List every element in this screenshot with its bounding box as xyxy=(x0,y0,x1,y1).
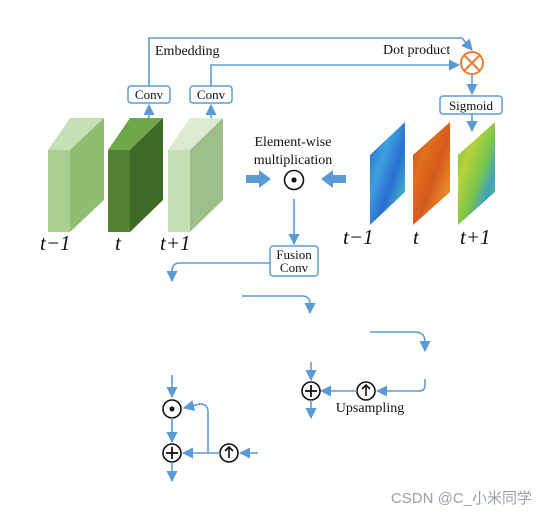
fusion-conv-box xyxy=(269,245,319,277)
arrow-conv-to-dot-product xyxy=(210,59,461,86)
thick-arrow-from-left xyxy=(246,170,271,188)
element-wise-label-line2: multiplication xyxy=(254,153,333,168)
frame-block-t-minus-1 xyxy=(48,118,104,232)
arrow-embedding-path xyxy=(148,37,473,86)
arrow-trail-segment-2 xyxy=(370,331,431,353)
arrow-into-upsampling xyxy=(375,379,426,397)
add-icon-lower xyxy=(162,443,182,463)
sigmoid-label: Sigmoid xyxy=(449,98,494,113)
conv-label-left: Conv xyxy=(135,87,164,102)
frame-block-t-plus-1 xyxy=(168,118,223,232)
heatmap-t-minus-1 xyxy=(370,122,405,225)
element-wise-label-line1: Element-wise xyxy=(255,135,332,150)
dot-product-operator-icon xyxy=(460,51,484,75)
right-label-t-minus-1: t−1 xyxy=(343,225,374,249)
conv-label-right: Conv xyxy=(197,87,226,102)
sigmoid-box xyxy=(439,95,503,115)
upsampling-label: Upsampling xyxy=(336,401,404,416)
arrow-fusion-output xyxy=(166,262,270,283)
frame-block-t xyxy=(108,118,163,232)
arrow-trail-segment-1 xyxy=(242,295,316,315)
heatmap-t-plus-1 xyxy=(458,122,495,225)
embedding-label: Embedding xyxy=(155,44,220,59)
thick-arrow-from-right xyxy=(321,170,346,188)
element-wise-multiplication-icon xyxy=(283,169,305,191)
arrow-feedback-to-multiply xyxy=(182,400,209,453)
heatmap-t xyxy=(413,122,450,225)
fusion-label-line2: Conv xyxy=(280,260,309,275)
multiply-icon-lower xyxy=(162,399,182,419)
watermark: CSDN @C_小米同学 xyxy=(391,490,532,507)
right-label-t-plus-1: t+1 xyxy=(460,225,491,249)
fusion-label-line1: Fusion xyxy=(276,247,312,262)
left-label-t: t xyxy=(115,231,122,255)
upsampling-icon-lower xyxy=(219,443,239,463)
left-label-t-plus-1: t+1 xyxy=(160,231,191,255)
right-label-t: t xyxy=(413,225,420,249)
dot-product-label: Dot product xyxy=(383,43,450,58)
left-label-t-minus-1: t−1 xyxy=(40,231,71,255)
upsampling-icon-right xyxy=(356,381,376,401)
add-icon-right xyxy=(301,381,321,401)
